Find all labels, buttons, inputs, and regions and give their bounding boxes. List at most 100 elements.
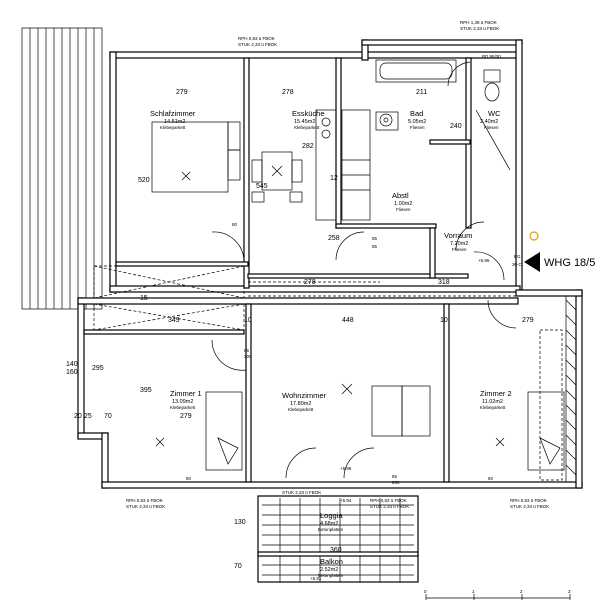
kitchen-counter <box>315 109 371 221</box>
room-zimmer1-floor: Klebeparkett <box>170 405 196 410</box>
dim-545: 545 <box>256 183 268 190</box>
level-entry: +5.96 <box>478 258 490 263</box>
toilet <box>483 69 501 102</box>
scale-tick-3: 3 <box>568 589 571 594</box>
staircase-block <box>21 27 103 310</box>
eg-sub-label: 30-C <box>512 262 523 267</box>
loggia-balkon <box>257 495 419 583</box>
dim-258: 258 <box>328 235 340 242</box>
dim-448: 448 <box>342 317 354 324</box>
door-wohn1: 85 <box>244 348 250 353</box>
level-labels: +5.96 +5.96 +5.94 +5.91 <box>310 258 490 581</box>
room-abstell-floor: Fliesen <box>396 207 411 212</box>
room-loggia-area: 4.68m2 <box>320 521 338 527</box>
dim-395: 395 <box>140 387 152 394</box>
window-top-left-1: RPH 0,83 ü FBOK <box>238 36 275 41</box>
room-balkon-area: 2.52m2 <box>320 567 338 573</box>
outer-walls <box>77 39 583 489</box>
dim-140: 140 <box>66 361 78 368</box>
room-schlafzimmer-area: 14.51m2 <box>164 119 185 125</box>
door-wohn: 85 <box>392 474 398 479</box>
dim-279-z1: 279 <box>180 413 192 420</box>
room-balkon-name: Balkon <box>320 557 343 566</box>
room-bad-floor: Fliesen <box>410 125 425 130</box>
dimension-labels: 279 278 211 240 520 545 282 258 12 278 3… <box>66 89 534 570</box>
window-top-right-2: STUK 2,33 ü FBOK <box>460 26 499 31</box>
window-bot-right-1: RPH 0,83 ü FBOK <box>510 498 547 503</box>
right-hatched-wall <box>565 295 577 483</box>
window-bot-left-2: STUK 2,33 ü FBOK <box>126 504 165 509</box>
door-kitchen: 85 <box>372 236 378 241</box>
dining-table <box>251 151 303 203</box>
hall-markings <box>93 109 563 481</box>
dim-360: 360 <box>330 547 342 554</box>
living-table <box>341 383 431 437</box>
dim-279-right: 279 <box>522 317 534 324</box>
room-esskueche-name: Essküche <box>292 109 325 118</box>
dim-279-top: 279 <box>176 89 188 96</box>
interior-walls <box>83 57 472 483</box>
door-z2: 80 <box>488 476 494 481</box>
entry-marker-icon <box>529 231 539 241</box>
scale-bar: 0 1 2 3 <box>424 589 571 600</box>
doors <box>211 61 517 479</box>
room-loggia-name: Loggia <box>320 511 343 520</box>
window-top-right-1: RPH 1,39 ü FBOK <box>460 20 497 25</box>
door-width-labels: 80 85 85 85 200 80 80 85 200 <box>186 222 494 485</box>
room-esskueche-floor: Klebeparkett <box>294 125 320 130</box>
door-z1: 80 <box>186 476 192 481</box>
level-loggia: +5.94 <box>340 498 352 503</box>
window-bd: BD 95/30 <box>482 54 501 59</box>
window-bot-mid-1: RPH 0,83 ü FBOK <box>370 498 407 503</box>
level-balkon: +5.91 <box>310 576 322 581</box>
dim-70: 70 <box>234 563 242 570</box>
eg-label: EG <box>514 254 521 259</box>
scale-tick-1: 1 <box>472 589 475 594</box>
dim-349: 349 <box>168 317 180 324</box>
window-bot-center-1: STUK 2,33 ü FBOK <box>282 490 321 495</box>
unit-label: WHG 18/5 <box>544 257 595 269</box>
scale-tick-0: 0 <box>424 589 427 594</box>
door-wohn-b: 200 <box>392 480 400 485</box>
dim-240: 240 <box>450 123 462 130</box>
dim-282: 282 <box>302 143 314 150</box>
window-bot-mid-2: STUK 2,33 ü FBOK <box>370 504 409 509</box>
room-vorraum-floor: Fliesen <box>452 247 467 252</box>
room-schlafzimmer-floor: Klebeparkett <box>160 125 186 130</box>
entry-arrow-icon <box>524 252 540 272</box>
room-zimmer2-name: Zimmer 2 <box>480 389 512 398</box>
window-bot-right-2: STUK 2,33 ü FBOK <box>510 504 549 509</box>
door-wohn1b: 200 <box>244 354 252 359</box>
room-zimmer1-area: 13.09m2 <box>172 399 193 405</box>
room-zimmer2-floor: Klebeparkett <box>480 405 506 410</box>
bed-schlafzimmer <box>151 121 241 193</box>
room-schlafzimmer-name: Schlafzimmer <box>150 109 196 118</box>
room-zimmer2-area: 11.02m2 <box>482 399 503 405</box>
room-wohnzimmer-name: Wohnzimmer <box>282 391 327 400</box>
room-abstell-name: Abstl <box>392 191 409 200</box>
dim-12: 12 <box>330 175 338 182</box>
room-bad-area: 5.05m2 <box>408 119 426 125</box>
dim-130: 130 <box>234 519 246 526</box>
room-balkon-floor: Betonplatten <box>318 573 344 578</box>
dim-25: 25 <box>84 413 92 420</box>
dim-211: 211 <box>416 89 427 96</box>
bathtub <box>375 59 457 131</box>
level-wohn: +5.96 <box>340 466 352 471</box>
room-bad-name: Bad <box>410 109 423 118</box>
room-wc-area: 2.40m2 <box>480 119 498 125</box>
door-vor: 85 <box>372 244 378 249</box>
room-zimmer1-name: Zimmer 1 <box>170 389 202 398</box>
dim-70b: 70 <box>104 413 112 420</box>
dim-160: 160 <box>66 369 78 376</box>
room-abstell-area: 1.00m2 <box>394 201 412 207</box>
room-esskueche-area: 15.45m2 <box>294 119 315 125</box>
room-loggia-floor: Betonplatten <box>318 527 344 532</box>
bed-zimmer2 <box>495 391 565 471</box>
dim-10b: 10 <box>440 317 448 324</box>
dim-278-top: 278 <box>282 89 294 96</box>
dim-10a: 10 <box>244 317 252 324</box>
dim-520: 520 <box>138 177 150 184</box>
dim-20: 20 <box>74 413 82 420</box>
room-wc-floor: Fliesen <box>484 125 499 130</box>
